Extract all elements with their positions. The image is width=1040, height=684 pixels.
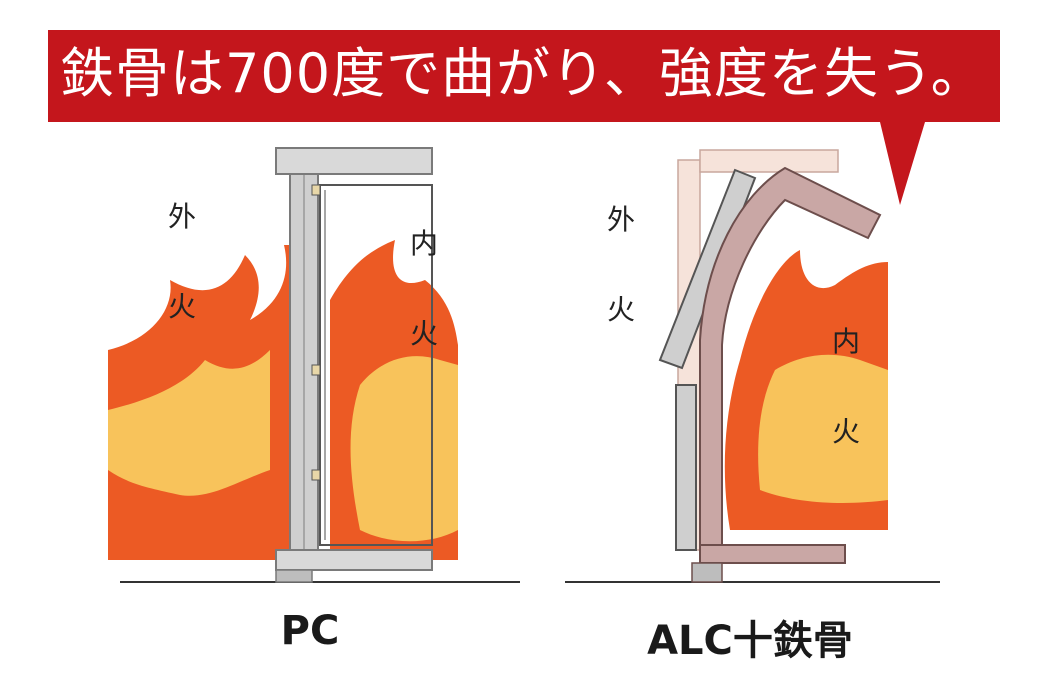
alc-outside-label-1: 外	[607, 203, 636, 236]
alc-lower-panel	[675, 384, 697, 551]
pc-inside-label-1: 内	[410, 227, 439, 260]
pc-inside-flame-inner	[350, 356, 458, 542]
pc-outside-label-2: 火	[168, 290, 197, 323]
alc-bent-panel	[658, 168, 757, 370]
pc-outside-flame-inner	[108, 350, 270, 496]
alc-base	[691, 562, 723, 583]
alc-panel	[565, 149, 940, 583]
alc-outside-label-2: 火	[607, 293, 636, 326]
pc-floor-beam	[275, 549, 433, 571]
alc-floor-beam	[699, 544, 846, 564]
alc-inside-label-1: 内	[832, 325, 861, 358]
pc-caption: PC	[280, 608, 340, 654]
alc-bent-steel	[699, 166, 882, 551]
pc-inside-label-2: 火	[410, 317, 439, 350]
pc-outside-label-1: 外	[168, 200, 197, 233]
alc-inside-flame-inner	[758, 354, 888, 503]
alc-caption: ALC十鉄骨	[647, 618, 853, 664]
alc-top-light	[699, 149, 839, 173]
banner-title: 鉄骨は700度で曲がり、強度を失う。	[60, 42, 986, 105]
pc-base	[275, 569, 313, 583]
alc-inside-label-2: 火	[832, 415, 861, 448]
pc-panel	[108, 147, 520, 583]
banner-bubble	[48, 30, 1000, 205]
pc-top-beam	[275, 147, 433, 175]
